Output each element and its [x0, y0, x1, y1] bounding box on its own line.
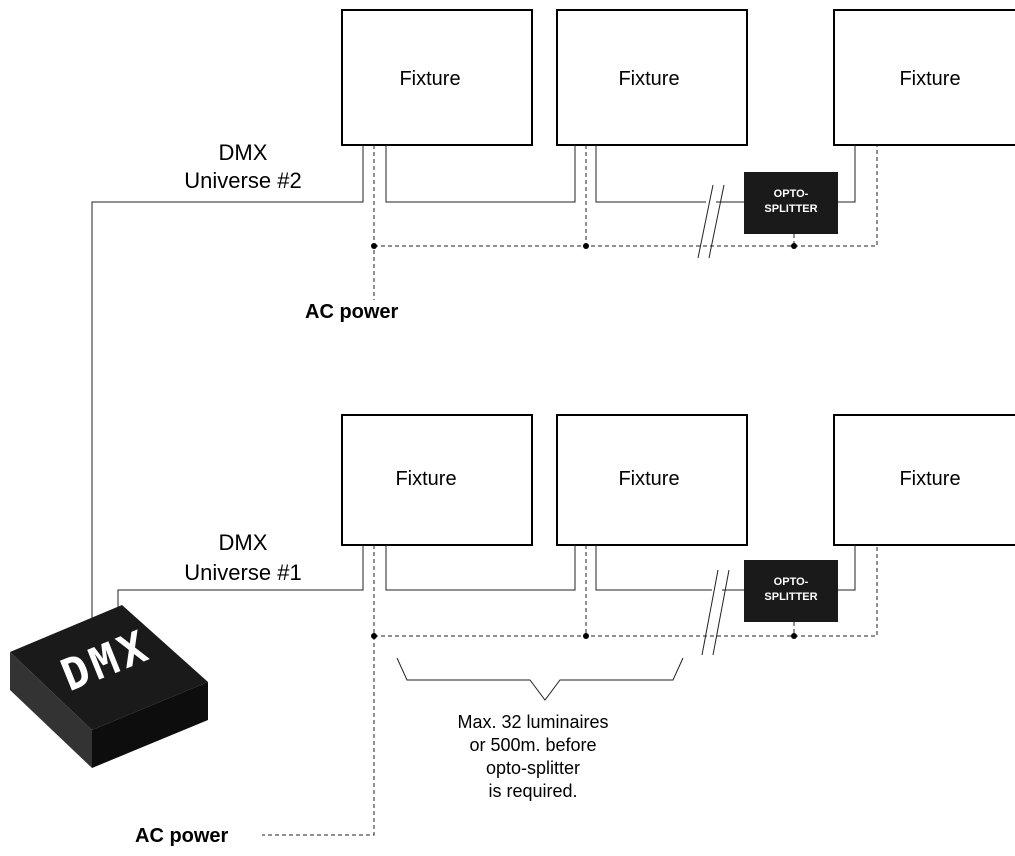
- luminaire-limit-note: Max. 32 luminaires: [457, 712, 608, 732]
- dmx-signal-line: [595, 545, 712, 591]
- power-junction-dot: [791, 243, 797, 249]
- opto-splitter-label: OPTO-: [774, 576, 809, 588]
- fixture-label: Fixture: [618, 468, 679, 490]
- dmx-signal-line: [385, 145, 576, 203]
- controller-side: [92, 682, 208, 768]
- luminaire-limit-note: or 500m. before: [469, 735, 596, 755]
- power-junction-dot: [791, 633, 797, 639]
- ac-power-label: AC power: [135, 825, 229, 847]
- universe-label: DMX: [219, 530, 268, 555]
- dmx-signal-line: [838, 145, 856, 203]
- fixture-label: Fixture: [618, 68, 679, 90]
- opto-splitter-label: OPTO-: [774, 188, 809, 200]
- power-junction-dot: [371, 243, 377, 249]
- fixture-label: Fixture: [899, 68, 960, 90]
- universe-label: Universe #1: [184, 560, 301, 585]
- fixture-label: Fixture: [399, 68, 460, 90]
- power-junction-dot: [583, 243, 589, 249]
- dmx-signal-line: [91, 145, 364, 620]
- power-junction-dot: [583, 633, 589, 639]
- dmx-signal-line: [595, 145, 706, 203]
- luminaire-limit-note: opto-splitter: [486, 758, 580, 778]
- universe-1-row: Fixture Fixture Fixture OPTO- SPLITTER D…: [117, 414, 1015, 847]
- dmx-signal-line: [385, 545, 576, 591]
- fixture-box: [341, 414, 533, 546]
- range-brace: [396, 657, 684, 701]
- ac-power-line: [374, 145, 878, 247]
- dmx-signal-line: [117, 545, 364, 620]
- opto-splitter: [744, 560, 838, 622]
- dmx-signal-line: [838, 545, 856, 591]
- fixture-box: [341, 9, 533, 146]
- opto-splitter: [744, 172, 838, 234]
- fixture-box: [833, 9, 1015, 146]
- fixture-label: Fixture: [899, 468, 960, 490]
- cable-break-mark: [712, 569, 730, 656]
- universe-label: DMX: [219, 140, 268, 165]
- fixture-box: [833, 414, 1015, 546]
- fixture-label: Fixture: [395, 468, 456, 490]
- fixture-box: [556, 9, 748, 146]
- dmx-controller: DMX: [10, 605, 208, 768]
- opto-splitter-label: SPLITTER: [764, 591, 817, 603]
- controller-front: [10, 652, 92, 768]
- ac-power-label: AC power: [305, 301, 399, 323]
- ac-power-line: [262, 545, 375, 836]
- cable-break-mark: [697, 184, 714, 259]
- ac-power-line: [374, 545, 878, 637]
- universe-label: Universe #2: [184, 168, 301, 193]
- cable-break-mark: [701, 569, 719, 656]
- controller-top: [10, 605, 208, 730]
- universe-2-row: Fixture Fixture Fixture OPTO- SPLITTER D…: [91, 9, 1015, 620]
- luminaire-limit-note: is required.: [488, 781, 577, 801]
- opto-splitter-label: SPLITTER: [764, 203, 817, 215]
- power-junction-dot: [371, 633, 377, 639]
- fixture-box: [556, 414, 748, 546]
